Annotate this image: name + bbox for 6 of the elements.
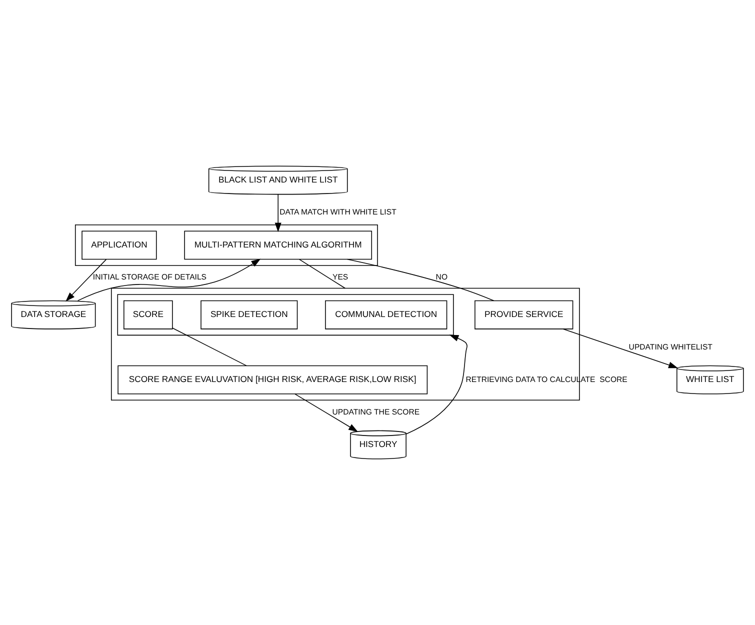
edge-label: NO bbox=[436, 272, 448, 282]
edge-label: UPDATING WHITELIST bbox=[628, 342, 712, 352]
edge-label: YES bbox=[332, 272, 348, 282]
edge-label: UPDATING THE SCORE bbox=[332, 407, 420, 416]
edge-label: DATA MATCH WITH WHITE LIST bbox=[280, 208, 396, 217]
edge-label: INITIAL STORAGE OF DETAILS bbox=[92, 272, 207, 282]
